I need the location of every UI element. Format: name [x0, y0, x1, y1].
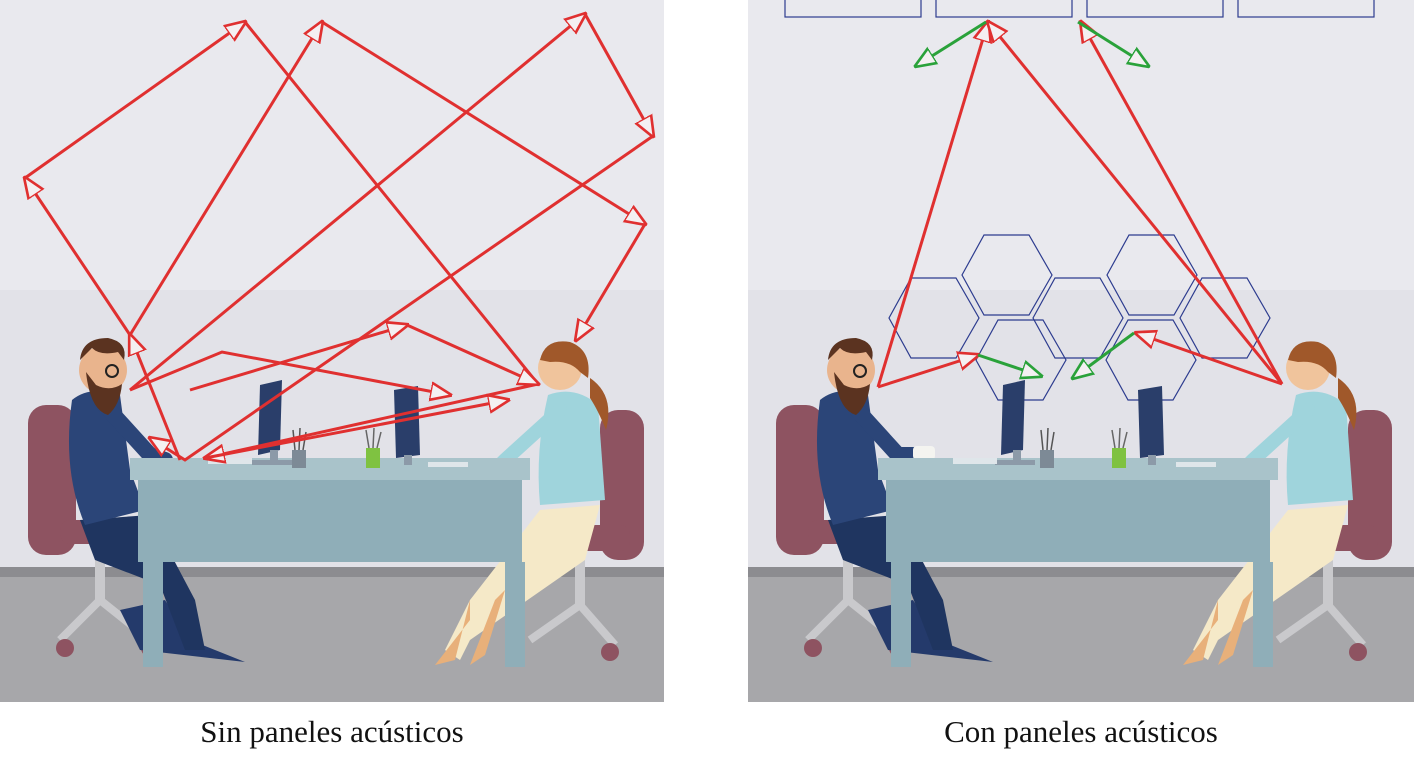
scene-with-panels-svg — [748, 0, 1414, 702]
monitor-icon — [1138, 386, 1216, 467]
plant-pot — [365, 427, 382, 468]
floor-strip — [748, 567, 1414, 577]
caption-without-panels: Sin paneles acústicos — [200, 714, 464, 749]
scene-without-panels — [0, 0, 664, 702]
hexagon-acoustic-panel — [975, 319, 1067, 401]
pencil-cup — [1040, 427, 1055, 468]
hexagon-acoustic-panel-cluster — [888, 234, 1271, 401]
ceiling-acoustic-panel — [935, 0, 1073, 18]
floor-strip — [0, 567, 664, 577]
hexagon-acoustic-panel — [1032, 277, 1124, 359]
scene-with-panels — [748, 0, 1414, 702]
ceiling-acoustic-panel-row — [784, 0, 1375, 18]
ceiling-acoustic-panel — [1237, 0, 1375, 18]
ceiling-acoustic-panel — [1086, 0, 1224, 18]
sound-reflection-arrows — [25, 14, 653, 460]
caption-with-panels: Con paneles acústicos — [944, 714, 1218, 749]
hexagon-acoustic-panel — [961, 234, 1053, 316]
sound-absorbed-arrows — [916, 20, 1148, 378]
wall-upper — [0, 0, 664, 290]
hexagon-acoustic-panel — [1106, 234, 1198, 316]
scene-without-panels-svg — [0, 0, 664, 702]
wall-upper — [748, 0, 1414, 290]
hexagon-acoustic-panel — [1179, 277, 1271, 359]
sound-reflection-arrows — [876, 22, 1284, 389]
plant-pot — [1111, 427, 1128, 468]
hexagon-acoustic-panel — [1105, 319, 1197, 401]
monitor-icon — [953, 380, 1035, 465]
ceiling-acoustic-panel — [784, 0, 922, 18]
floor — [748, 577, 1414, 702]
monitor-icon — [394, 386, 468, 467]
floor — [0, 577, 664, 702]
